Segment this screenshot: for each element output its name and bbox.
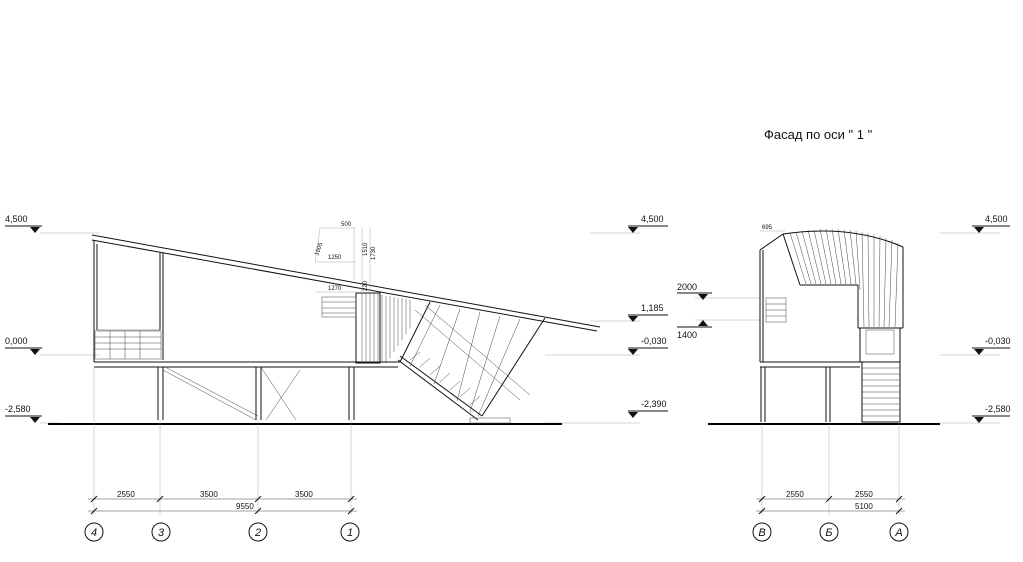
cladding-hatch-left [361, 293, 411, 363]
axis-2: 2 [248, 522, 268, 542]
building-right [759, 228, 904, 423]
dim-span-b: 2550 [786, 490, 804, 499]
svg-text:А: А [894, 527, 902, 539]
dim-span-1: 2550 [117, 490, 135, 499]
level-mark-2000: 2000 [677, 282, 712, 300]
svg-text:В: В [758, 527, 765, 539]
level-mark-zero-left: 0,000 [5, 336, 42, 355]
svg-text:-2,580: -2,580 [5, 404, 31, 414]
dim-1730: 1730 [371, 246, 377, 260]
level-mark-top-right: 4,500 [628, 214, 668, 233]
level-mark-ground-left: -2,580 [5, 404, 42, 423]
level-mark-ground-far: -2,580 [972, 404, 1011, 423]
axis-v: В [752, 522, 772, 542]
dim-220: 220 [363, 280, 369, 291]
dim-1510: 1510 [363, 242, 369, 256]
drawing-title: Фасад по оси " 1 " [764, 127, 873, 142]
dim-1250: 1250 [328, 255, 342, 261]
svg-text:4,500: 4,500 [5, 214, 28, 224]
dim-total: 9550 [236, 502, 254, 511]
svg-text:-2,580: -2,580 [985, 404, 1011, 414]
svg-text:-0,030: -0,030 [641, 336, 667, 346]
svg-text:-2,390: -2,390 [641, 399, 667, 409]
level-mark-top-left: 4,500 [5, 214, 42, 233]
svg-text:1400: 1400 [677, 330, 697, 340]
dim-1605: 1605 [314, 241, 324, 256]
level-mark-ground-right: -2,390 [628, 399, 668, 418]
svg-text:4,500: 4,500 [985, 214, 1008, 224]
dim-span-3: 3500 [295, 490, 313, 499]
dimension-chain-right: 2550 2550 5100 [756, 422, 905, 515]
level-mark-top-far: 4,500 [972, 214, 1010, 233]
svg-text:1,185: 1,185 [641, 303, 664, 313]
dim-span-a: 2550 [855, 490, 873, 499]
dim-total-right: 5100 [855, 502, 873, 511]
axis-a: А [889, 522, 909, 542]
level-mark-mid-right: 1,185 [628, 303, 668, 322]
dim-695: 695 [762, 225, 773, 231]
dim-500: 500 [341, 222, 352, 228]
axis-b: Б [819, 522, 839, 542]
dimension-chain-left: 2550 3500 3500 9550 [88, 368, 357, 515]
svg-text:-0,030: -0,030 [985, 336, 1011, 346]
svg-text:3: 3 [158, 527, 165, 539]
svg-text:4: 4 [91, 527, 97, 539]
svg-text:2000: 2000 [677, 282, 697, 292]
dim-span-2: 3500 [200, 490, 218, 499]
roof-hatch-right [789, 228, 899, 328]
svg-text:1: 1 [347, 527, 353, 539]
building-left [91, 234, 601, 424]
axis-4: 4 [84, 522, 104, 542]
axis-1: 1 [340, 522, 360, 542]
detail-dimensions: 500 1605 1250 1270 1510 1730 220 [314, 222, 377, 293]
svg-text:0,000: 0,000 [5, 336, 28, 346]
axis-3: 3 [151, 522, 171, 542]
level-mark-floor-far: -0,030 [972, 336, 1011, 355]
level-mark-floor-right: -0,030 [628, 336, 668, 355]
svg-text:Б: Б [825, 527, 832, 539]
axis-markers-left: 4 3 2 1 [84, 522, 360, 542]
level-mark-1400: 1400 [677, 320, 712, 340]
svg-text:4,500: 4,500 [641, 214, 664, 224]
axis-markers-right: В Б А [752, 522, 909, 542]
dim-1270: 1270 [328, 286, 342, 292]
left-elevation: 4,500 0,000 -2,580 4,500 1,185 -0,030 [5, 214, 668, 542]
right-elevation: 4,500 -0,030 -2,580 2000 1400 695 [677, 214, 1011, 542]
svg-text:2: 2 [254, 527, 261, 539]
